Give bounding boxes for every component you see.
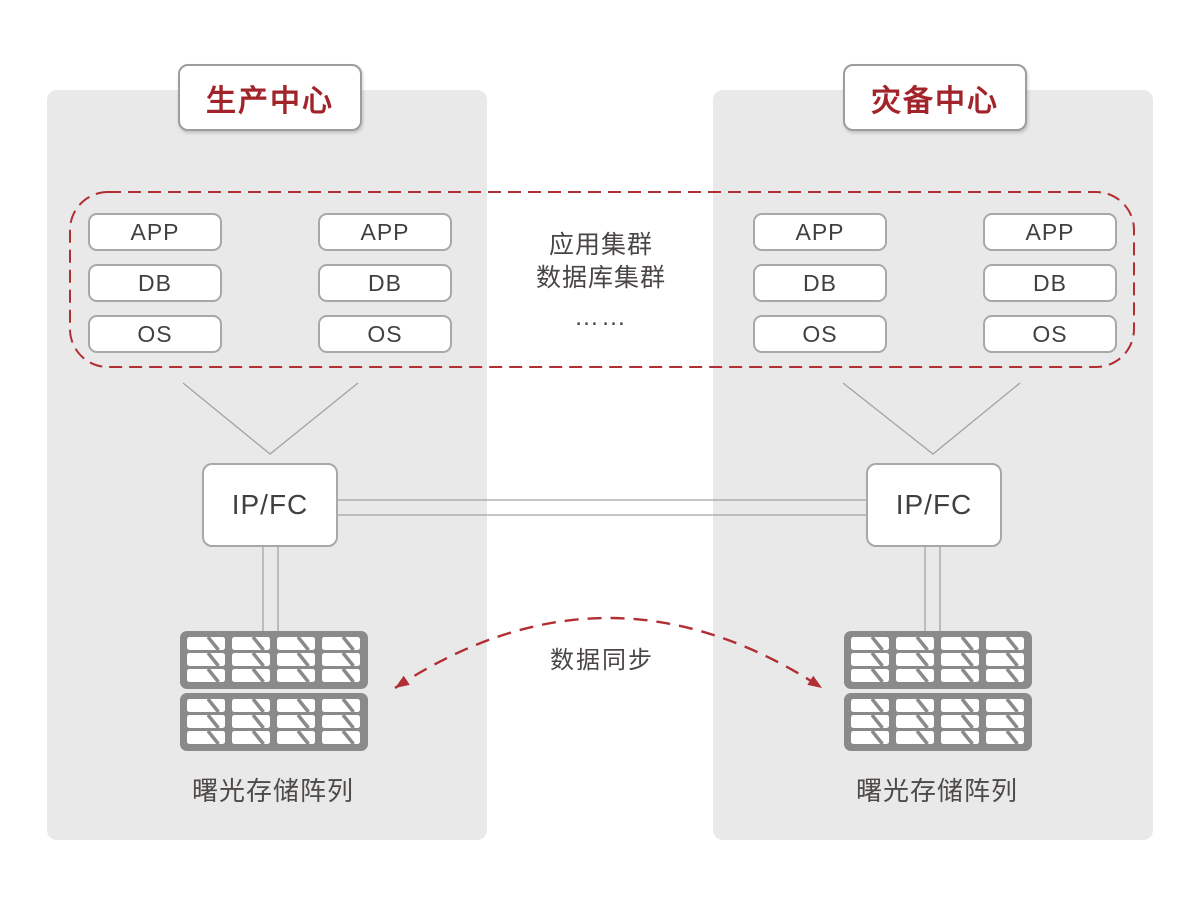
cluster-annotation: 应用集群 数据库集群 …… [451,229,751,334]
storage-array-label: 曙光存储阵列 [855,776,1018,806]
node-os: OS [753,315,887,353]
storage-array-icon [180,631,368,751]
storage-array-label: 曙光存储阵列 [191,776,354,806]
node-db: DB [88,264,222,302]
node-app: APP [88,213,222,251]
node-app: APP [318,213,452,251]
cluster-boundary-dashed-box [69,191,1135,368]
node-db: DB [318,264,452,302]
storage-array-icon [844,631,1032,751]
cluster-annotation-ellipsis: …… [574,303,628,331]
node-app: APP [983,213,1117,251]
cluster-annotation-line: 数据库集群 [535,264,666,292]
node-app: APP [753,213,887,251]
node-os: OS [983,315,1117,353]
disaster-center-title: 灾备中心 [843,64,1027,131]
production-center-title: 生产中心 [178,64,362,131]
right-switch-storage-link [924,547,941,631]
left-fanin-lines [182,382,359,455]
ip-fc-switch: IP/FC [866,463,1002,547]
ip-fc-switch: IP/FC [202,463,338,547]
cluster-annotation-line: 应用集群 [548,231,653,259]
node-db: DB [753,264,887,302]
inter-switch-double-link [338,499,866,516]
node-os: OS [88,315,222,353]
node-os: OS [318,315,452,353]
left-switch-storage-link [262,547,279,631]
right-fanin-lines [842,382,1021,455]
node-db: DB [983,264,1117,302]
data-sync-label: 数据同步 [550,647,654,674]
